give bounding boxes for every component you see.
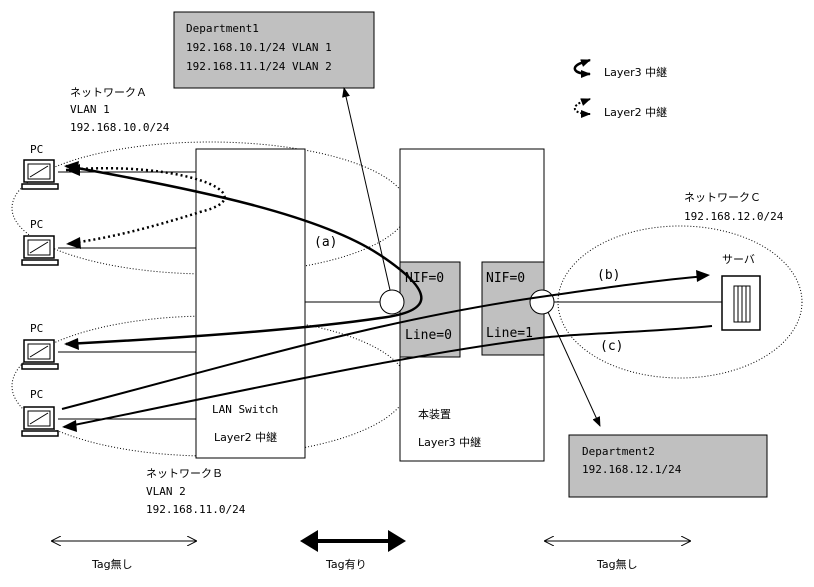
- pc-icon: [21, 406, 59, 437]
- department2-title: Department2: [582, 445, 655, 458]
- legend-layer2-label: Layer2 中継: [604, 105, 667, 119]
- tag-left-label: Tag無し: [91, 557, 133, 571]
- pc-label: PC: [30, 143, 43, 156]
- pc-icon: [21, 159, 59, 190]
- pc-icon: [21, 235, 59, 266]
- department2-box: Department2 192.168.12.1/24: [568, 434, 768, 498]
- tag-center-label: Tag有り: [325, 557, 367, 571]
- tag-right-label: Tag無し: [596, 557, 638, 571]
- path-a-label: (a): [314, 235, 337, 250]
- lan-switch-label: LAN Switch: [212, 403, 278, 416]
- port-line0-line: Line=0: [405, 328, 452, 343]
- network-c-subnet: 192.168.12.0/24: [684, 210, 784, 223]
- port-line1-nif: NIF=0: [486, 271, 525, 286]
- path-b-label: (b): [597, 268, 620, 283]
- port1-interface-circle: [529, 289, 555, 315]
- legend-layer3-label: Layer3 中継: [604, 65, 667, 79]
- lan-switch-layer-label: Layer2 中継: [214, 430, 277, 444]
- network-b-title: ネットワークＢ: [146, 467, 223, 480]
- device-label: 本装置: [418, 407, 451, 421]
- department1-title: Department1: [186, 22, 259, 35]
- pointer-department1: [342, 87, 391, 291]
- pc-label: PC: [30, 388, 43, 401]
- network-b-subnet: 192.168.11.0/24: [146, 503, 246, 516]
- network-b-vlan: VLAN 2: [146, 485, 186, 498]
- department1-line1: 192.168.10.1/24 VLAN 1: [186, 41, 332, 54]
- port-line1-line: Line=1: [486, 326, 533, 341]
- server-label: サーバ: [722, 253, 755, 266]
- path-c-layer3: [63, 325, 713, 428]
- pc-label: PC: [30, 322, 43, 335]
- department1-box: Department1 192.168.10.1/24 VLAN 1 192.1…: [173, 11, 375, 89]
- device-layer-label: Layer3 中継: [418, 435, 481, 449]
- path-b-layer3: [61, 275, 707, 410]
- network-a-vlan: VLAN 1: [70, 103, 110, 116]
- server-icon: [721, 275, 761, 331]
- path-a-layer3: [65, 164, 423, 346]
- pc-label: PC: [30, 218, 43, 231]
- legend-layer2-arrow-icon: [574, 100, 591, 118]
- lan-switch: LAN Switch Layer2 中継: [195, 148, 306, 459]
- network-a-title: ネットワークＡ: [70, 86, 147, 99]
- department2-line1: 192.168.12.1/24: [582, 463, 682, 476]
- network-c-title: ネットワークＣ: [684, 191, 761, 204]
- pointer-department2: [547, 311, 601, 427]
- department1-line2: 192.168.11.1/24 VLAN 2: [186, 60, 332, 73]
- port0-interface-circle: [379, 289, 405, 315]
- path-layer2-network-a: [65, 166, 226, 246]
- network-a-subnet: 192.168.10.0/24: [70, 121, 170, 134]
- path-c-label: (c): [600, 339, 623, 354]
- network-c-ellipse: [557, 225, 803, 379]
- legend: Layer3 中継 Layer2 中継: [573, 58, 667, 119]
- pc-icon: [21, 339, 59, 370]
